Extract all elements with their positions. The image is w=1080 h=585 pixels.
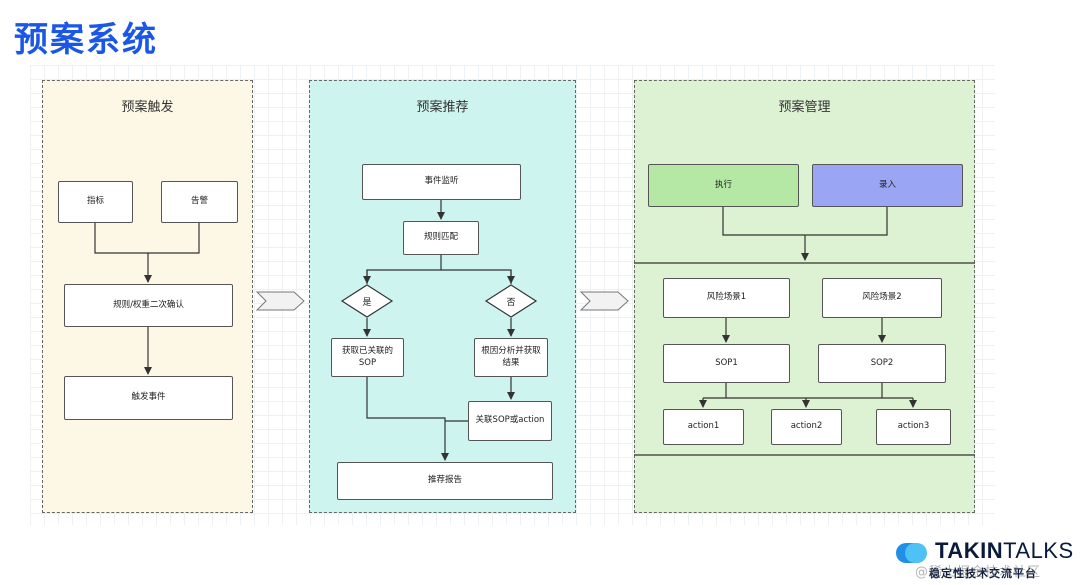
page-title: 预案系统 [14, 20, 158, 60]
logo-text: TAKINTALKS [935, 538, 1074, 564]
scene2-box[interactable]: 风险场景2 [822, 278, 942, 318]
get-sop-line2: SOP [358, 357, 377, 368]
chevron-arrow-1 [255, 291, 305, 311]
report-box[interactable]: 推荐报告 [337, 462, 553, 500]
action2-box[interactable]: action2 [771, 409, 842, 445]
root-cause-line2: 结果 [502, 357, 520, 368]
yes-label: 是 [362, 298, 372, 308]
logo-icon [896, 543, 927, 563]
yes-diamond [340, 284, 394, 318]
logo-subtitle: 稳定性技术交流平台 [929, 567, 1037, 580]
action1-box[interactable]: action1 [663, 409, 744, 445]
chevron-arrow-2 [579, 291, 629, 311]
manage-panel-title: 预案管理 [778, 100, 831, 115]
trigger-panel-title: 预案触发 [121, 100, 174, 115]
event-listen-box[interactable]: 事件监听 [362, 164, 521, 200]
logo-talks: TALKS [1003, 538, 1074, 563]
link-sop-box[interactable]: 关联SOP或action [468, 401, 552, 441]
no-label: 否 [506, 298, 516, 308]
alarm-box[interactable]: 告警 [161, 181, 238, 223]
get-sop-line1: 获取已关联的 [341, 346, 393, 357]
indicator-box[interactable]: 指标 [58, 181, 133, 223]
sop2-box[interactable]: SOP2 [818, 344, 946, 383]
root-cause-box[interactable]: 根因分析并获取 结果 [474, 338, 548, 377]
entry-box[interactable]: 录入 [812, 164, 963, 207]
rule-match-box[interactable]: 规则匹配 [403, 221, 479, 255]
execute-box[interactable]: 执行 [648, 164, 799, 207]
takintalks-logo: TAKINTALKS 稳定性技术交流平台 [895, 538, 1075, 583]
watermark: @稀土掘金技术社区 [915, 565, 1042, 580]
scene1-box[interactable]: 风险场景1 [663, 278, 790, 318]
no-diamond [484, 284, 538, 318]
root-cause-line1: 根因分析并获取 [481, 346, 541, 357]
get-sop-box[interactable]: 获取已关联的 SOP [331, 338, 404, 377]
recommend-panel-title: 预案推荐 [416, 100, 469, 115]
sop1-box[interactable]: SOP1 [663, 344, 790, 383]
action3-box[interactable]: action3 [876, 409, 951, 445]
rule-confirm-box[interactable]: 规则/权重二次确认 [64, 284, 233, 327]
logo-takin: TAKIN [935, 538, 1004, 563]
trigger-event-box[interactable]: 触发事件 [64, 376, 233, 420]
